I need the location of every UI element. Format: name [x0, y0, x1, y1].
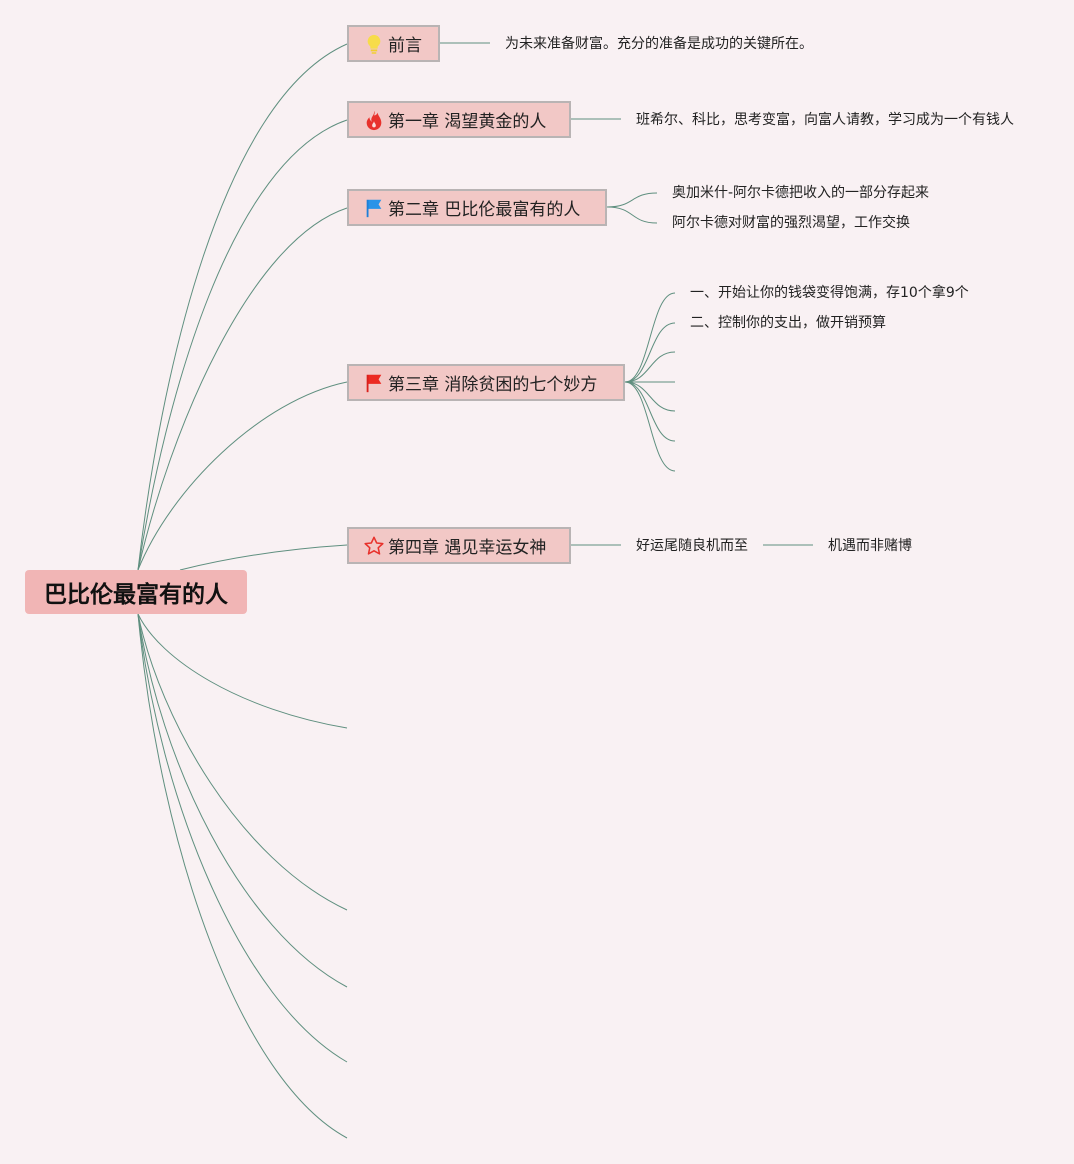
- detail-text[interactable]: 班希尔、科比，思考变富，向富人请教，学习成为一个有钱人: [636, 112, 1014, 128]
- topic-label: 第三章 消除贫困的七个妙方: [388, 375, 598, 395]
- connector: [624, 351, 676, 383]
- blue-flag-icon: [363, 197, 385, 219]
- connector: [137, 119, 348, 571]
- connector: [137, 43, 348, 571]
- connector: [624, 381, 676, 412]
- connector: [606, 206, 658, 224]
- fire-icon: [363, 109, 385, 131]
- detail-text[interactable]: 一、开始让你的钱袋变得饱满，存10个拿9个: [690, 285, 969, 301]
- connector: [624, 322, 676, 383]
- connector: [137, 613, 348, 1063]
- detail-text[interactable]: 好运尾随良机而至: [636, 538, 748, 554]
- topic-chapter-4[interactable]: 第四章 遇见幸运女神: [347, 527, 571, 564]
- connector: [137, 207, 348, 571]
- topic-chapter-3[interactable]: 第三章 消除贫困的七个妙方: [347, 364, 625, 401]
- topic-label: 第一章 渴望黄金的人: [388, 112, 547, 132]
- topic-chapter-2[interactable]: 第二章 巴比伦最富有的人: [347, 189, 607, 226]
- connector: [137, 613, 348, 1139]
- topic-label: 第二章 巴比伦最富有的人: [388, 200, 581, 220]
- detail-text[interactable]: 为未来准备财富。充分的准备是成功的关键所在。: [505, 36, 813, 52]
- connector: [137, 613, 348, 988]
- detail-text[interactable]: 阿尔卡德对财富的强烈渴望，工作交换: [672, 215, 910, 231]
- detail-text[interactable]: 机遇而非赌博: [828, 538, 912, 554]
- connector: [624, 292, 676, 383]
- detail-text[interactable]: 奥加米什-阿尔卡德把收入的一部分存起来: [672, 185, 930, 201]
- red-flag-icon: [363, 372, 385, 394]
- connector: [137, 381, 348, 571]
- topic-chapter-1[interactable]: 第一章 渴望黄金的人: [347, 101, 571, 138]
- connector: [606, 192, 658, 208]
- connector: [179, 544, 348, 571]
- topic-label: 第四章 遇见幸运女神: [388, 538, 547, 558]
- connector: [624, 381, 676, 442]
- connector: [137, 613, 348, 729]
- topic-label: 前言: [388, 36, 422, 56]
- detail-text[interactable]: 二、控制你的支出，做开销预算: [690, 315, 886, 331]
- connector: [137, 613, 348, 911]
- lightbulb-icon: [363, 33, 385, 55]
- connector: [624, 381, 676, 472]
- star-icon: [363, 535, 385, 557]
- topic-preface[interactable]: 前言: [347, 25, 440, 62]
- root-topic[interactable]: 巴比伦最富有的人: [25, 570, 247, 614]
